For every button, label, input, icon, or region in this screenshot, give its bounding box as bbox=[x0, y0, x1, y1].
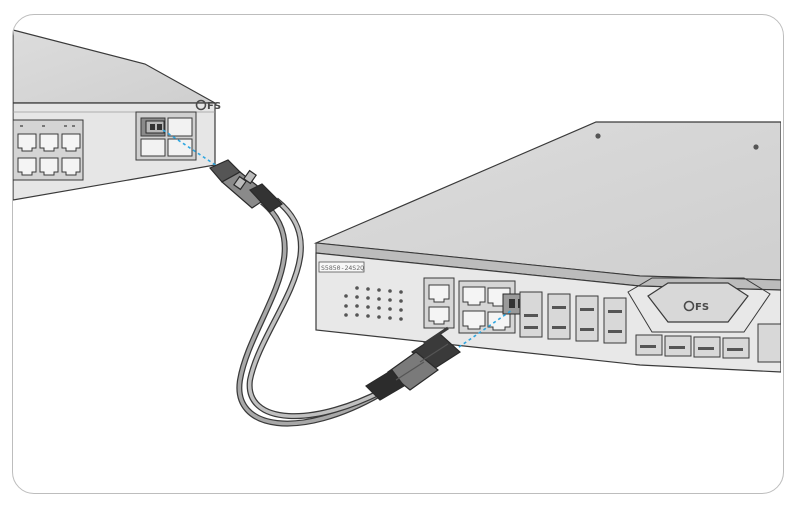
svg-text:FS: FS bbox=[695, 302, 709, 313]
right-switch-console-ports bbox=[423, 277, 455, 329]
right-switch-fs-logo-icon: FS bbox=[627, 277, 771, 333]
left-switch-rj45-ports bbox=[13, 119, 84, 181]
fiber-patch-cable bbox=[236, 197, 394, 427]
lc-connector-bottom-icon bbox=[365, 326, 461, 401]
insertion-guide-lines bbox=[162, 129, 513, 355]
left-switch-sfp-ports bbox=[135, 111, 197, 161]
svg-text:S5850-24S2Q: S5850-24S2Q bbox=[321, 264, 364, 272]
left-switch: FS bbox=[13, 29, 221, 201]
right-switch-model-label: S5850-24S2Q bbox=[318, 261, 365, 273]
lc-connector-icon bbox=[209, 159, 283, 213]
right-switch-sfp-ports bbox=[519, 291, 627, 344]
left-switch-fs-logo-icon: FS bbox=[195, 99, 221, 112]
svg-text:FS: FS bbox=[207, 101, 221, 112]
right-switch: S5850-24S2Q bbox=[313, 121, 781, 373]
right-switch-led-indicators bbox=[344, 286, 403, 321]
